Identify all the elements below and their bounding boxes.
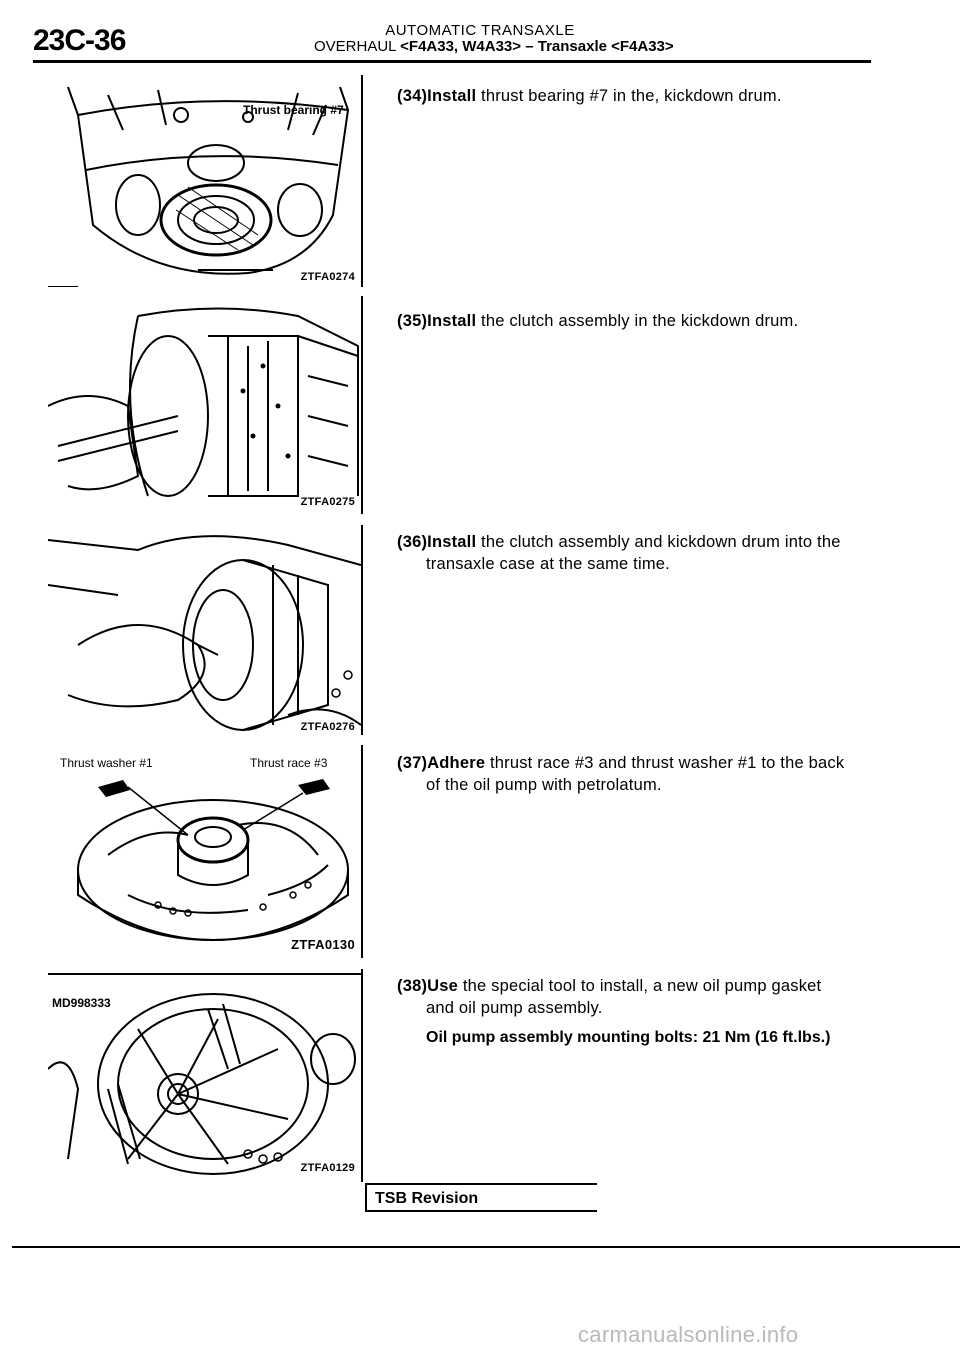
- section-title: AUTOMATIC TRANSAXLE: [385, 22, 575, 39]
- step-verb: Use: [427, 977, 459, 995]
- label-special-tool: MD998333: [52, 996, 111, 1010]
- watermark: carmanualsonline.info: [578, 1322, 799, 1347]
- subtitle-models: <F4A33, W4A33>: [400, 38, 522, 55]
- figure-clutch-assembly: ZTFA0275: [48, 296, 363, 514]
- step-text-continued: of the oil pump with petrolatum.: [426, 776, 662, 794]
- subtitle-prefix: OVERHAUL: [314, 38, 401, 55]
- section-subtitle: OVERHAUL <F4A33, W4A33> – Transaxle <F4A…: [314, 38, 674, 55]
- step-number: (34): [397, 87, 428, 105]
- step-text: thrust bearing #7 in the, kickdown drum.: [476, 87, 782, 105]
- step-38: (38)Use the special tool to install, a n…: [397, 975, 857, 1019]
- torque-spec: Oil pump assembly mounting bolts: 21 Nm …: [426, 1029, 831, 1046]
- subtitle-section: Transaxle <F4A33>: [537, 38, 674, 55]
- label-thrust-bearing: Thrust bearing #7: [243, 103, 344, 117]
- figure-oil-pump: Thrust washer #1 Thrust race #3 ZTFA0130: [48, 745, 363, 958]
- step-number: (36): [397, 533, 428, 551]
- step-verb: Adhere: [427, 754, 486, 772]
- tsb-revision-label: TSB Revision: [375, 1190, 479, 1207]
- figure-kickdown-drum: Thrust bearing #7 ZTFA0274: [48, 75, 363, 287]
- oil-pump-illustration: [77, 779, 349, 941]
- tsb-revision-box: TSB Revision: [365, 1183, 597, 1212]
- step-text: the special tool to install, a new oil p…: [458, 977, 822, 995]
- step-verb: Install: [427, 87, 477, 105]
- label-thrust-washer: Thrust washer #1: [60, 756, 153, 770]
- step-number: (37): [397, 754, 428, 772]
- figure-transaxle-case: ZTFA0276: [48, 525, 363, 735]
- step-text: thrust race #3 and thrust washer #1 to t…: [485, 754, 845, 772]
- clutch-assembly-illustration: [48, 307, 359, 497]
- step-text: the clutch assembly and kickdown drum in…: [476, 533, 841, 551]
- step-34: (34)Install thrust bearing #7 in the, ki…: [397, 85, 857, 107]
- special-tool-illustration: [48, 973, 361, 1175]
- step-number: (38): [397, 977, 428, 995]
- figure-code: ZTFA0274: [300, 271, 355, 283]
- step-number: (35): [397, 312, 428, 330]
- figure-code: ZTFA0130: [291, 937, 355, 952]
- step-text-continued: and oil pump assembly.: [426, 999, 603, 1017]
- step-text-continued: transaxle case at the same time.: [426, 555, 670, 573]
- figure-code: ZTFA0276: [300, 721, 355, 733]
- step-text: the clutch assembly in the kickdown drum…: [476, 312, 799, 330]
- label-thrust-race: Thrust race #3: [250, 756, 328, 770]
- figure-code: ZTFA0275: [300, 496, 355, 508]
- kickdown-drum-illustration: [48, 86, 350, 287]
- step-verb: Install: [427, 312, 477, 330]
- figure-special-tool: MD998333 ZTFA0129: [48, 969, 363, 1182]
- step-verb: Install: [427, 533, 477, 551]
- step-37: (37)Adhere thrust race #3 and thrust was…: [397, 752, 857, 796]
- bottom-rule: [12, 1246, 960, 1248]
- subtitle-dash: –: [521, 38, 538, 55]
- step-36: (36)Install the clutch assembly and kick…: [397, 531, 857, 575]
- header-rule: [33, 60, 871, 63]
- figure-code: ZTFA0129: [300, 1162, 355, 1174]
- step-35: (35)Install the clutch assembly in the k…: [397, 310, 857, 332]
- page-number: 23C-36: [33, 24, 126, 57]
- transaxle-case-illustration: [48, 535, 361, 731]
